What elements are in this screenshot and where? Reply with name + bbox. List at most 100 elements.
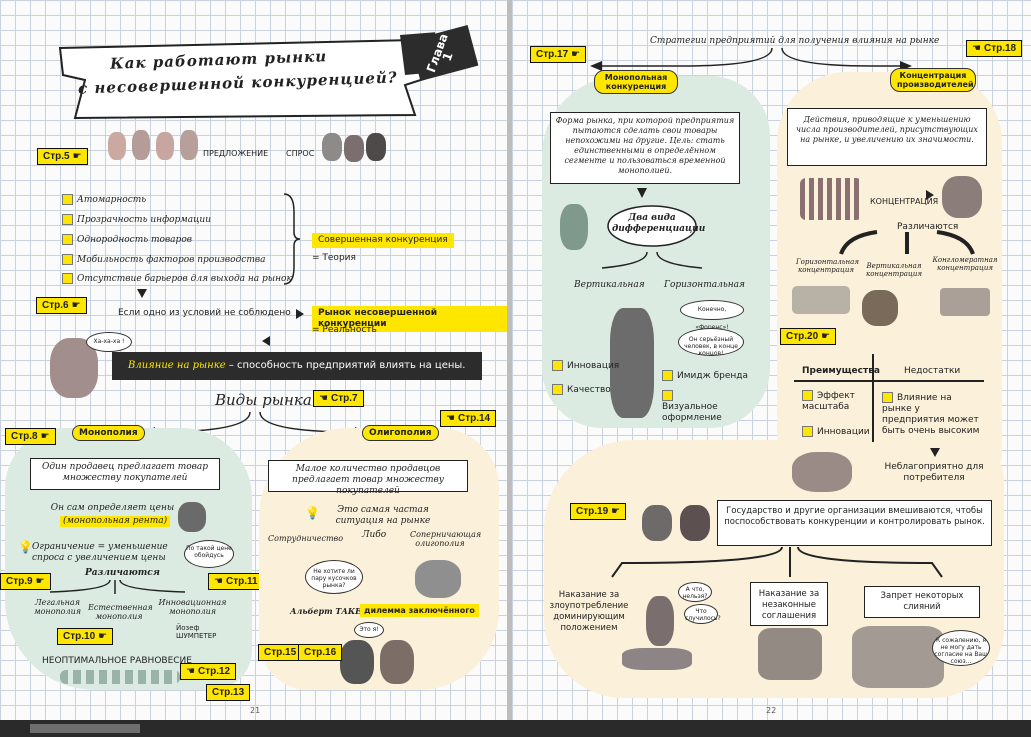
check-icon	[62, 234, 73, 245]
monopoly-definition: Один продавец предлагает товар множеству…	[30, 458, 220, 490]
page-ref-9[interactable]: Стр.9☛	[0, 573, 51, 590]
condition-item: Прозрачность информации	[62, 214, 211, 226]
page-ref-17[interactable]: Стр.17☛	[530, 46, 587, 63]
analyst-figure	[792, 452, 852, 492]
lightbulb-icon: 💡	[305, 506, 320, 520]
pointing-hand-icon: ☛	[71, 300, 81, 311]
mono-comp-pill: Монопольная конкуренция	[594, 70, 678, 94]
page-number: 22	[766, 706, 777, 715]
page-gutter	[507, 0, 512, 720]
monopoly-price: Он сам определяет цены	[50, 503, 175, 513]
monopoly-type: Естественная монополия	[88, 603, 153, 621]
monopoly-limit: Ограничение = уменьшение спроса с увелич…	[32, 542, 168, 563]
page-ref-13[interactable]: Стр.13	[206, 684, 251, 701]
pointing-hand-icon: ☚	[446, 413, 455, 424]
check-icon	[662, 370, 673, 381]
pointing-hand-icon: ☛	[72, 151, 82, 162]
government-action-box: Наказание за незаконные соглашения	[750, 582, 828, 626]
either-label: Либо	[362, 530, 387, 540]
speech-bubble: К сожалению, я не могу дать согласие на …	[932, 630, 990, 666]
page-ref-label: Стр.7	[330, 393, 358, 404]
right-arrow-icon	[296, 309, 304, 319]
horizontal-label: Горизонтальная	[664, 280, 745, 290]
page-ref-15[interactable]: Стр.15	[258, 644, 303, 661]
page-ref-10[interactable]: Стр.10☛	[57, 628, 114, 645]
page-ref-18[interactable]: ☚Стр.18	[966, 40, 1023, 57]
page-ref-label: Стр.19	[576, 506, 609, 517]
page-ref-7[interactable]: ☚Стр.7	[313, 390, 364, 407]
speech-bubble: Он серьёзный человек, в конце концов!	[678, 328, 744, 357]
pointing-hand-icon: ☚	[972, 43, 981, 54]
pointing-hand-icon: ☚	[214, 576, 223, 587]
table-divider	[794, 380, 984, 382]
oligopoly-definition: Малое количество продавцов предлагает то…	[268, 460, 468, 496]
page-ref-19[interactable]: Стр.19☛	[570, 503, 627, 520]
distinguished-label: Различаются	[85, 568, 160, 578]
suboptimal-label: НЕОПТИМАЛЬНОЕ РАВНОВЕСИЕ	[42, 656, 192, 666]
pointing-hand-icon: ☛	[611, 506, 621, 517]
if-not-label: Если одно из условий не соблюдено	[118, 308, 291, 318]
diff-item: Инновация	[552, 360, 619, 372]
mono-comp-definition: Форма рынка, при которой предприятия пыт…	[550, 112, 740, 184]
page-ref-14[interactable]: ☚Стр.14	[440, 410, 497, 427]
viewer-bottom-bar	[0, 720, 1031, 737]
pointing-hand-icon: ☚	[186, 666, 195, 677]
check-icon	[62, 194, 73, 205]
government-action: Наказание за злоупотребление доминирующи…	[549, 590, 629, 633]
walking-woman-figure	[610, 308, 654, 418]
diff-item: Визуальное оформление	[662, 390, 732, 424]
influence-bar	[112, 352, 482, 380]
page-ref-label: Стр.5	[43, 151, 70, 162]
advantage-item: Эффект масштаба	[802, 390, 855, 412]
page-ref-label: Стр.16	[304, 647, 337, 658]
market-types-title: Виды рынка	[215, 391, 312, 409]
pointing-hand-icon: ☛	[571, 49, 581, 60]
page-ref-16[interactable]: Стр.16	[298, 644, 343, 661]
speech-bubble: Конечно, «Форенс»!	[680, 300, 744, 331]
table-divider	[872, 354, 874, 442]
concentration-type: Вертикальная концентрация	[866, 262, 922, 278]
page-ref-6[interactable]: Стр.6☛	[36, 297, 87, 314]
theory-label: = Теория	[312, 253, 356, 263]
government-definition: Государство и другие организации вмешива…	[717, 500, 992, 546]
concentration-type: Горизонтальная концентрация	[796, 258, 859, 274]
page-ref-label: Стр.13	[212, 687, 245, 698]
king-figure	[180, 130, 198, 160]
page-ref-12[interactable]: ☚Стр.12	[180, 663, 237, 680]
check-icon	[802, 390, 813, 401]
king-figure	[108, 132, 126, 160]
right-page: Стратегии предприятий для получения влия…	[512, 0, 1031, 720]
condition-item: Однородность товаров	[62, 234, 192, 246]
group-figures	[758, 628, 822, 680]
two-types-label: Два вида дифференциации	[612, 213, 706, 234]
oligopoly-pill: Олигополия	[362, 425, 439, 441]
official-figure	[680, 505, 710, 541]
judge-figure	[646, 596, 674, 646]
concentration-label: КОНЦЕНТРАЦИЯ	[870, 197, 939, 206]
page-ref-5[interactable]: Стр.5☛	[37, 148, 88, 165]
page-ref-label: Стр.6	[42, 300, 69, 311]
check-icon	[802, 426, 813, 437]
check-icon	[662, 390, 673, 401]
king-figure	[156, 132, 174, 160]
concentration-type: Конгломератная концентрация	[932, 256, 998, 272]
advantage-item: Инновации	[802, 426, 870, 438]
speech-bubble: Что случилось?	[684, 604, 721, 624]
page-ref-8[interactable]: Стр.8☛	[5, 428, 56, 445]
oligopoly-note: Это самая частая ситуация на рынке	[335, 505, 431, 526]
monopoly-pill: Монополия	[72, 425, 145, 441]
check-icon	[882, 392, 893, 403]
concentration-pill: Концентрация производителей	[890, 68, 976, 92]
can-character	[560, 204, 588, 250]
monopoly-type: Легальная монополия	[33, 598, 82, 616]
cooperation-label: Сотрудничество	[268, 534, 344, 543]
check-icon	[62, 273, 73, 284]
government-action-box: Запрет некоторых слияний	[864, 586, 980, 618]
page-ref-label: Стр.20	[786, 331, 819, 342]
page-ref-label: Стр.17	[536, 49, 569, 60]
condition-item: Отсутствие барьеров для выхода на рынок	[62, 273, 292, 285]
scrollbar-thumb[interactable]	[30, 724, 140, 733]
page-ref-11[interactable]: ☚Стр.11	[208, 573, 264, 590]
pointing-hand-icon: ☚	[319, 393, 328, 404]
page-ref-20[interactable]: Стр.20☛	[780, 328, 837, 345]
